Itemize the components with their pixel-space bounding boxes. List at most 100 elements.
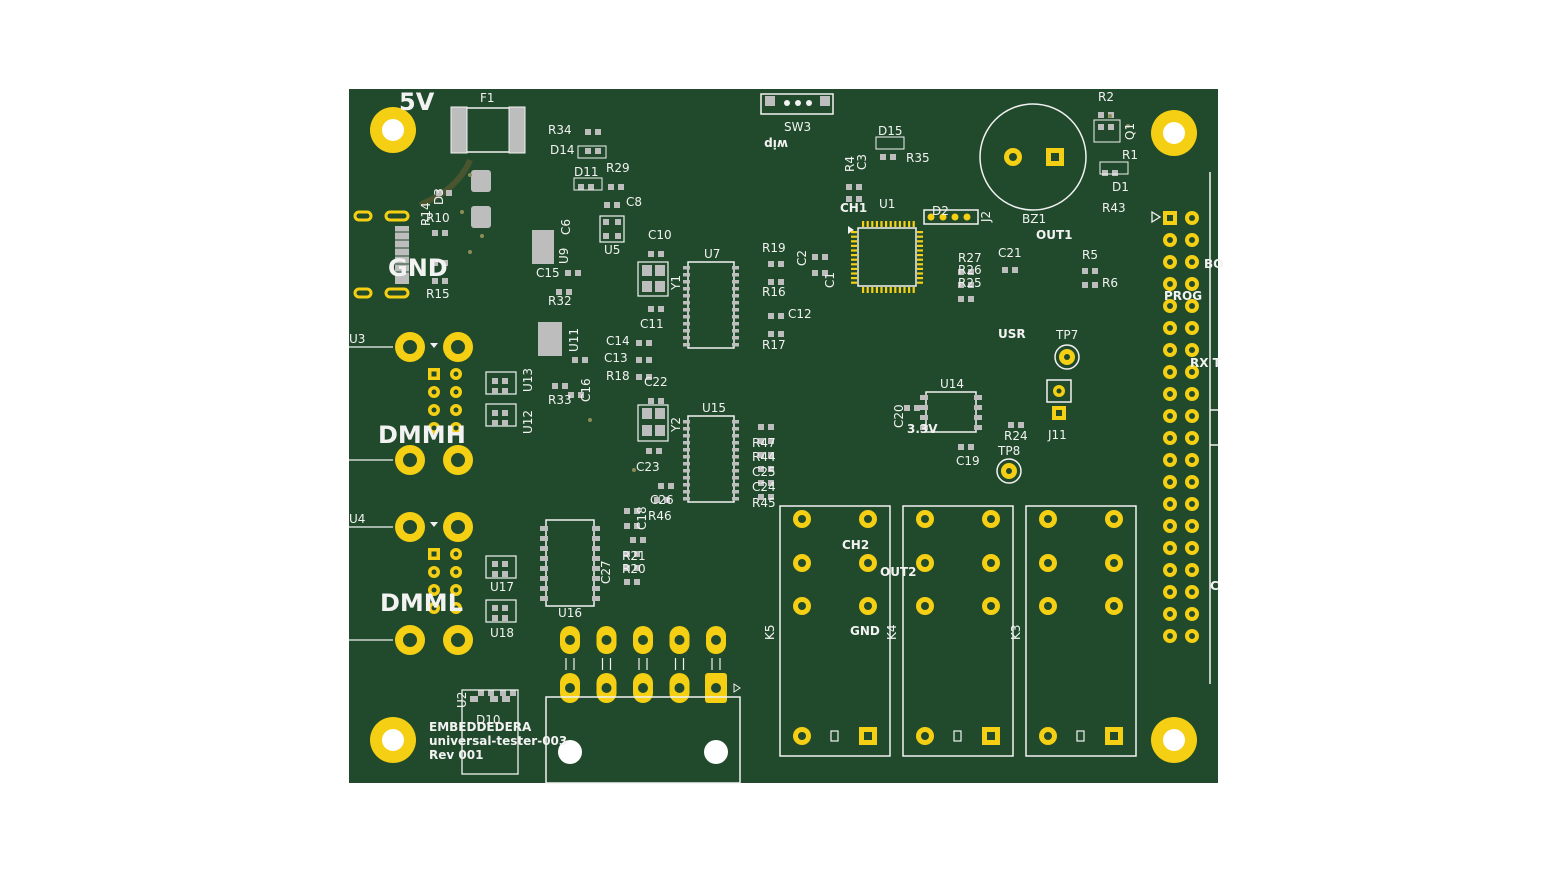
svg-text:C26: C26	[650, 493, 674, 507]
svg-text:Y1: Y1	[669, 275, 683, 291]
svg-text:R29: R29	[606, 161, 630, 175]
svg-text:C14: C14	[606, 334, 630, 348]
ic-u5	[599, 215, 625, 243]
svg-text:D3: D3	[432, 188, 446, 205]
label-c: C	[1210, 579, 1219, 593]
svg-text:D15: D15	[878, 124, 903, 138]
relays	[779, 505, 1137, 757]
header-bottom	[560, 626, 727, 703]
svg-text:U14: U14	[940, 377, 964, 391]
svg-text:R25: R25	[958, 276, 982, 290]
svg-text:C25: C25	[752, 465, 776, 479]
dmm-connectors	[349, 332, 473, 655]
ic-u16	[540, 519, 600, 607]
label-5v: 5V	[399, 88, 435, 116]
svg-text:J11: J11	[1047, 428, 1067, 442]
svg-text:R27: R27	[958, 251, 982, 265]
label-3v3: 3.3V	[907, 422, 938, 436]
ref-labels: F1 R34 D14 R29 D11 C8 U5 C15 R32 C10 C11…	[349, 90, 1138, 727]
connector-hole	[558, 740, 582, 764]
pcb-board	[349, 89, 1218, 783]
svg-text:F1: F1	[480, 91, 495, 105]
svg-text:C16: C16	[579, 378, 593, 402]
svg-text:SW3: SW3	[784, 120, 811, 134]
fuse-f1	[418, 106, 526, 228]
label-prog: PROG	[1164, 289, 1202, 303]
label-wip: wip	[764, 137, 788, 151]
svg-text:D10: D10	[476, 713, 501, 727]
label-dmml: DMML	[380, 589, 463, 617]
label-ch1: CH1	[840, 201, 867, 215]
svg-text:U16: U16	[558, 606, 582, 620]
ic-u7	[683, 261, 739, 349]
label-bo: BO	[1204, 257, 1223, 271]
svg-text:C22: C22	[644, 375, 668, 389]
switch-sw3	[760, 93, 834, 115]
svg-text:D1: D1	[1112, 180, 1129, 194]
svg-text:R20: R20	[622, 562, 646, 576]
label-ch2: CH2	[842, 538, 869, 552]
test-points	[996, 344, 1080, 484]
svg-text:C6: C6	[559, 219, 573, 235]
svg-text:D11: D11	[574, 165, 599, 179]
switch-ics	[485, 371, 517, 623]
svg-text:R21: R21	[622, 549, 646, 563]
ic-u14	[920, 391, 982, 433]
header-right	[1163, 211, 1218, 643]
usb-connector	[353, 210, 410, 299]
svg-text:R35: R35	[906, 151, 930, 165]
svg-text:U15: U15	[702, 401, 726, 415]
svg-text:R4: R4	[843, 156, 857, 172]
svg-text:R14: R14	[419, 202, 433, 226]
svg-text:K4: K4	[885, 624, 899, 640]
svg-text:U18: U18	[490, 626, 514, 640]
svg-text:R18: R18	[606, 369, 630, 383]
svg-text:U3: U3	[349, 332, 365, 346]
svg-text:R33: R33	[548, 393, 572, 407]
ic-u9	[532, 230, 554, 264]
svg-text:R10: R10	[426, 211, 450, 225]
mcu-u1	[848, 221, 923, 293]
label-usr: USR	[998, 327, 1026, 341]
svg-text:R32: R32	[548, 294, 572, 308]
svg-text:R45: R45	[752, 496, 776, 510]
label-rx: RX T	[1190, 356, 1222, 370]
svg-text:C19: C19	[956, 454, 980, 468]
svg-text:C11: C11	[640, 317, 664, 331]
header-j2	[923, 209, 979, 225]
buzzer-bz1	[979, 103, 1087, 211]
svg-text:R43: R43	[1102, 201, 1126, 215]
module-u2	[461, 689, 519, 775]
svg-text:R6: R6	[1102, 276, 1118, 290]
svg-text:C2: C2	[795, 250, 809, 266]
ic-u15	[683, 415, 739, 503]
svg-text:R15: R15	[426, 287, 450, 301]
svg-text:C3: C3	[855, 154, 869, 170]
svg-text:C24: C24	[752, 480, 776, 494]
svg-text:R5: R5	[1082, 248, 1098, 262]
svg-text:C15: C15	[536, 266, 560, 280]
passives	[432, 112, 1130, 696]
svg-text:Q1: Q1	[1123, 123, 1137, 140]
brand-line1: EMBEDDEDERA	[429, 720, 532, 734]
svg-text:U1: U1	[879, 197, 895, 211]
svg-text:TP8: TP8	[997, 444, 1020, 458]
ref-labels-rotated: D3 C6 U9 Y1 C2 C1 R4 C3 J2 Q1 R14 U11 C1…	[419, 123, 1137, 708]
label-gnd-relay: GND	[850, 624, 880, 638]
crystal-y2	[637, 404, 669, 442]
svg-text:R17: R17	[762, 338, 786, 352]
svg-text:K3: K3	[1009, 624, 1023, 640]
svg-text:C23: C23	[636, 460, 660, 474]
connector-outline	[545, 696, 741, 784]
brand-line2: universal-tester-003	[429, 734, 567, 748]
svg-text:R46: R46	[648, 509, 672, 523]
svg-text:U12: U12	[521, 410, 535, 434]
svg-text:R19: R19	[762, 241, 786, 255]
label-dmmh: DMMH	[378, 421, 466, 449]
brand-line3: Rev 001	[429, 748, 483, 762]
svg-text:R44: R44	[752, 450, 776, 464]
svg-text:C27: C27	[599, 560, 613, 584]
svg-text:BZ1: BZ1	[1022, 212, 1046, 226]
svg-text:D14: D14	[550, 143, 575, 157]
svg-text:C20: C20	[892, 404, 906, 428]
